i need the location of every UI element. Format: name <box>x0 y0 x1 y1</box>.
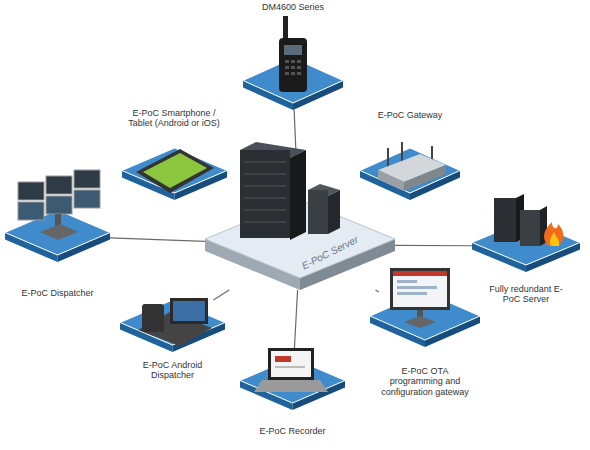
iso-tile <box>120 300 225 352</box>
network-link <box>395 245 472 247</box>
component-label: E-PoC Gateway <box>355 110 465 120</box>
component-tile: DM4600 Series <box>238 0 348 112</box>
network-link <box>376 290 379 292</box>
component-label: E-PoC Android Dispatcher <box>130 360 215 381</box>
component-tile: E-PoC Android Dispatcher <box>115 290 230 390</box>
component-tile: E-PoC Smartphone / Tablet (Android or iO… <box>112 108 237 203</box>
iso-tile <box>5 210 110 262</box>
component-label: Fully redundant E-PoC Server <box>486 284 566 305</box>
component-tile: E-PoC Dispatcher <box>0 170 115 310</box>
component-tile: E-PoC OTA programming and configuration … <box>355 262 495 407</box>
iso-tile <box>240 358 345 410</box>
component-label: E-PoC OTA programming and configuration … <box>375 366 475 397</box>
network-link <box>213 290 229 300</box>
iso-tile <box>360 148 460 200</box>
tile-top <box>5 210 110 255</box>
network-link <box>294 110 298 200</box>
tile-top <box>205 200 395 278</box>
component-label: E-PoC Smartphone / Tablet (Android or iO… <box>124 108 224 129</box>
iso-tile <box>122 148 227 200</box>
component-label: DM4600 Series <box>238 2 348 12</box>
component-tile: E-PoC Gateway <box>355 108 465 203</box>
network-link <box>110 238 205 242</box>
server-platform: E-PoC Server <box>205 165 395 290</box>
tile-top <box>240 358 345 403</box>
iso-tile <box>472 220 580 272</box>
component-tile: E-PoC Recorder <box>235 340 350 445</box>
tile-top <box>243 58 343 103</box>
tile-top <box>122 148 227 193</box>
component-label: E-PoC Recorder <box>235 426 350 436</box>
iso-tile <box>205 200 395 290</box>
tile-top <box>120 300 225 345</box>
tile-top <box>360 148 460 193</box>
network-link <box>294 290 298 358</box>
iso-tile <box>370 292 480 347</box>
iso-tile <box>243 58 343 110</box>
component-label: E-PoC Dispatcher <box>0 288 115 298</box>
tile-top <box>370 292 480 340</box>
component-tile: Fully redundant E-PoC Server <box>462 190 590 315</box>
tile-top <box>472 220 580 265</box>
